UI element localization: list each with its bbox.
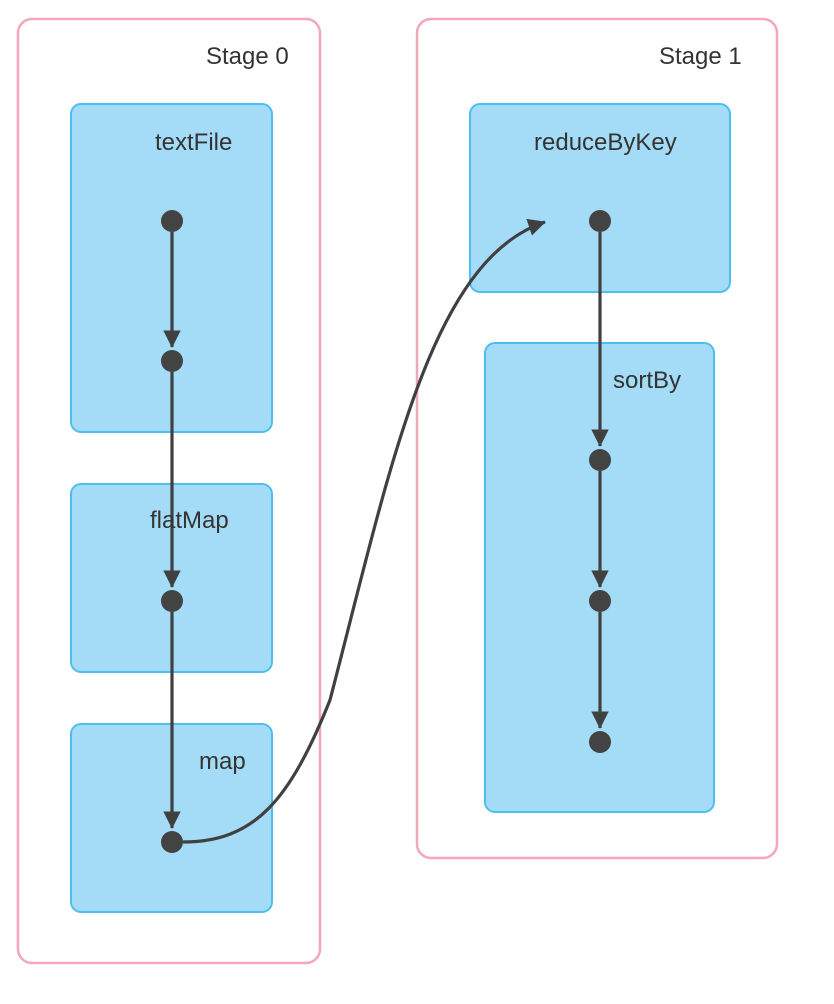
rdd-dot-node-map-0[interactable] [161, 831, 183, 853]
rdd-dot-node-textfile-0[interactable] [161, 210, 183, 232]
rdd-dot-node-sortby-1[interactable] [589, 590, 611, 612]
edges-layer [163, 218, 609, 844]
rdd-dot-node-flatmap-0[interactable] [161, 590, 183, 612]
rdd-dot-node-textfile-1[interactable] [161, 350, 183, 372]
rdd-dot-node-sortby-2[interactable] [589, 731, 611, 753]
rdd-dot-node-reducebykey-0[interactable] [589, 210, 611, 232]
rdd-dot-node-sortby-0[interactable] [589, 449, 611, 471]
dots-layer [161, 210, 611, 853]
edge-edge-map-reducebykey[interactable] [182, 218, 546, 844]
